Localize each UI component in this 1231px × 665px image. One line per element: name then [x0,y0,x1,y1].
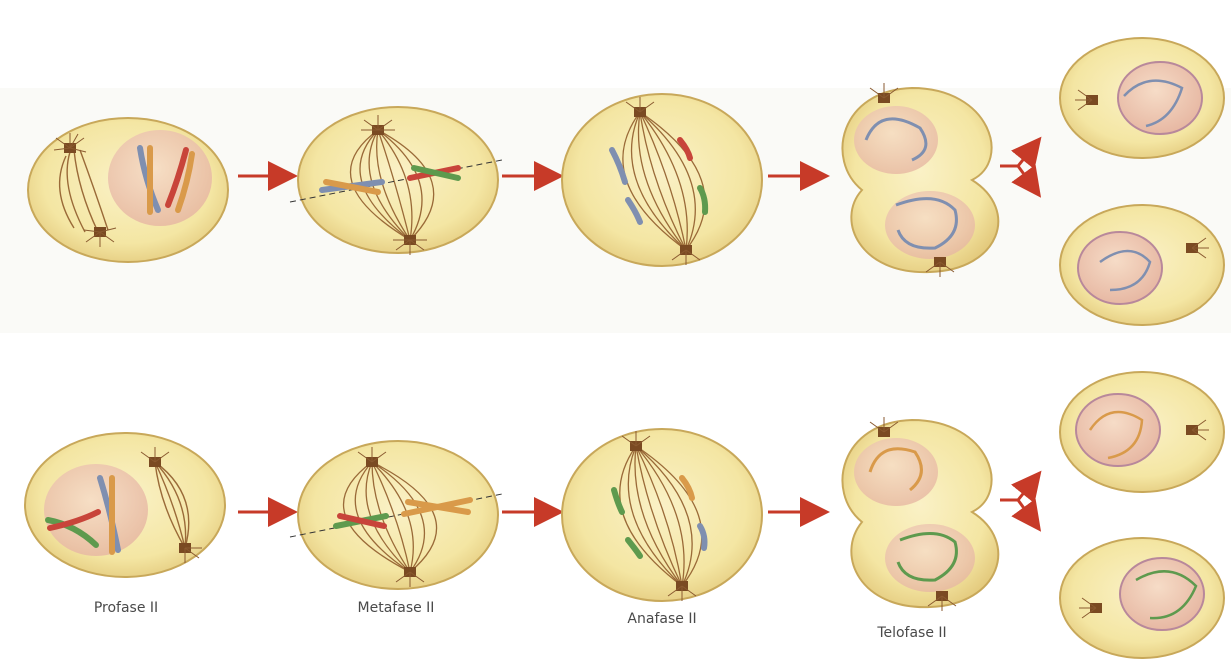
cell-anaphase-bottom [562,429,762,601]
daughter-cell [1060,38,1224,158]
stage-label-metaphase: Metafase II [358,600,435,616]
stage-label-anaphase: Anafase II [627,611,696,627]
split-arrow-icon [1000,146,1034,188]
cell-telophase-top [842,83,998,277]
stage-label-telophase: Telofase II [876,625,946,641]
cell-telophase-bottom [842,417,998,611]
cell-prophase-top [28,118,228,262]
cell-metaphase-bottom [290,441,502,589]
daughter-cell [1060,538,1224,658]
split-arrow-icon [1000,480,1034,522]
daughter-cell [1060,372,1224,492]
cell-prophase-bottom [25,433,225,577]
cell-anaphase-top [562,94,762,266]
stage-label-prophase: Profase II [94,600,158,616]
cell-metaphase-top [290,107,502,255]
daughter-cell [1060,205,1224,325]
